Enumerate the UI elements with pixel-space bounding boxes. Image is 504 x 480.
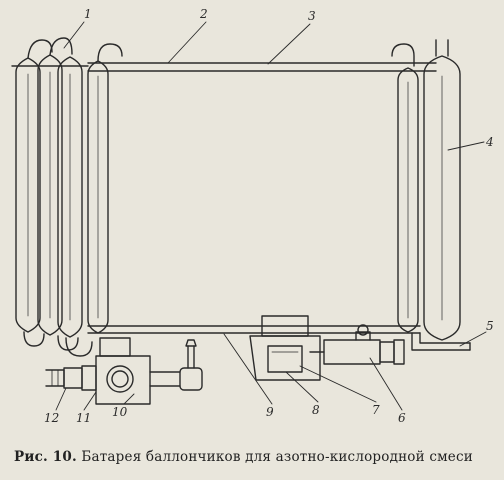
callout-6: 6 (398, 411, 406, 425)
left-cylinder-bank (15, 37, 123, 357)
caption-label: Рис. 10. (14, 449, 77, 465)
callout-12: 12 (44, 411, 59, 425)
figure-caption: Рис. 10. Батарея баллончиков для азотно-… (14, 449, 494, 465)
part-callouts: 1 2 3 4 5 6 7 8 9 10 11 12 (44, 7, 494, 425)
top-manifold-tube (11, 62, 437, 72)
valve-body (309, 324, 405, 365)
leader-lines (55, 21, 487, 411)
callout-2: 2 (199, 7, 208, 21)
callout-3: 3 (308, 9, 316, 23)
fitting-assembly (45, 337, 203, 405)
callout-9: 9 (266, 405, 274, 419)
caption-text: Батарея баллончиков для азотно-кислородн… (81, 449, 473, 465)
callout-1: 1 (84, 7, 92, 21)
callout-8: 8 (312, 403, 320, 417)
mounting-bracket (249, 315, 321, 381)
callout-11: 11 (76, 411, 91, 425)
outlet-tube (411, 332, 471, 351)
callout-7: 7 (372, 403, 380, 417)
callout-10: 10 (112, 405, 128, 419)
right-cylinder-bank (391, 39, 461, 341)
callout-5: 5 (486, 319, 494, 333)
cylinder-battery-drawing: 1 2 3 4 5 6 7 8 9 10 11 12 (11, 7, 494, 425)
callout-4: 4 (485, 135, 494, 149)
